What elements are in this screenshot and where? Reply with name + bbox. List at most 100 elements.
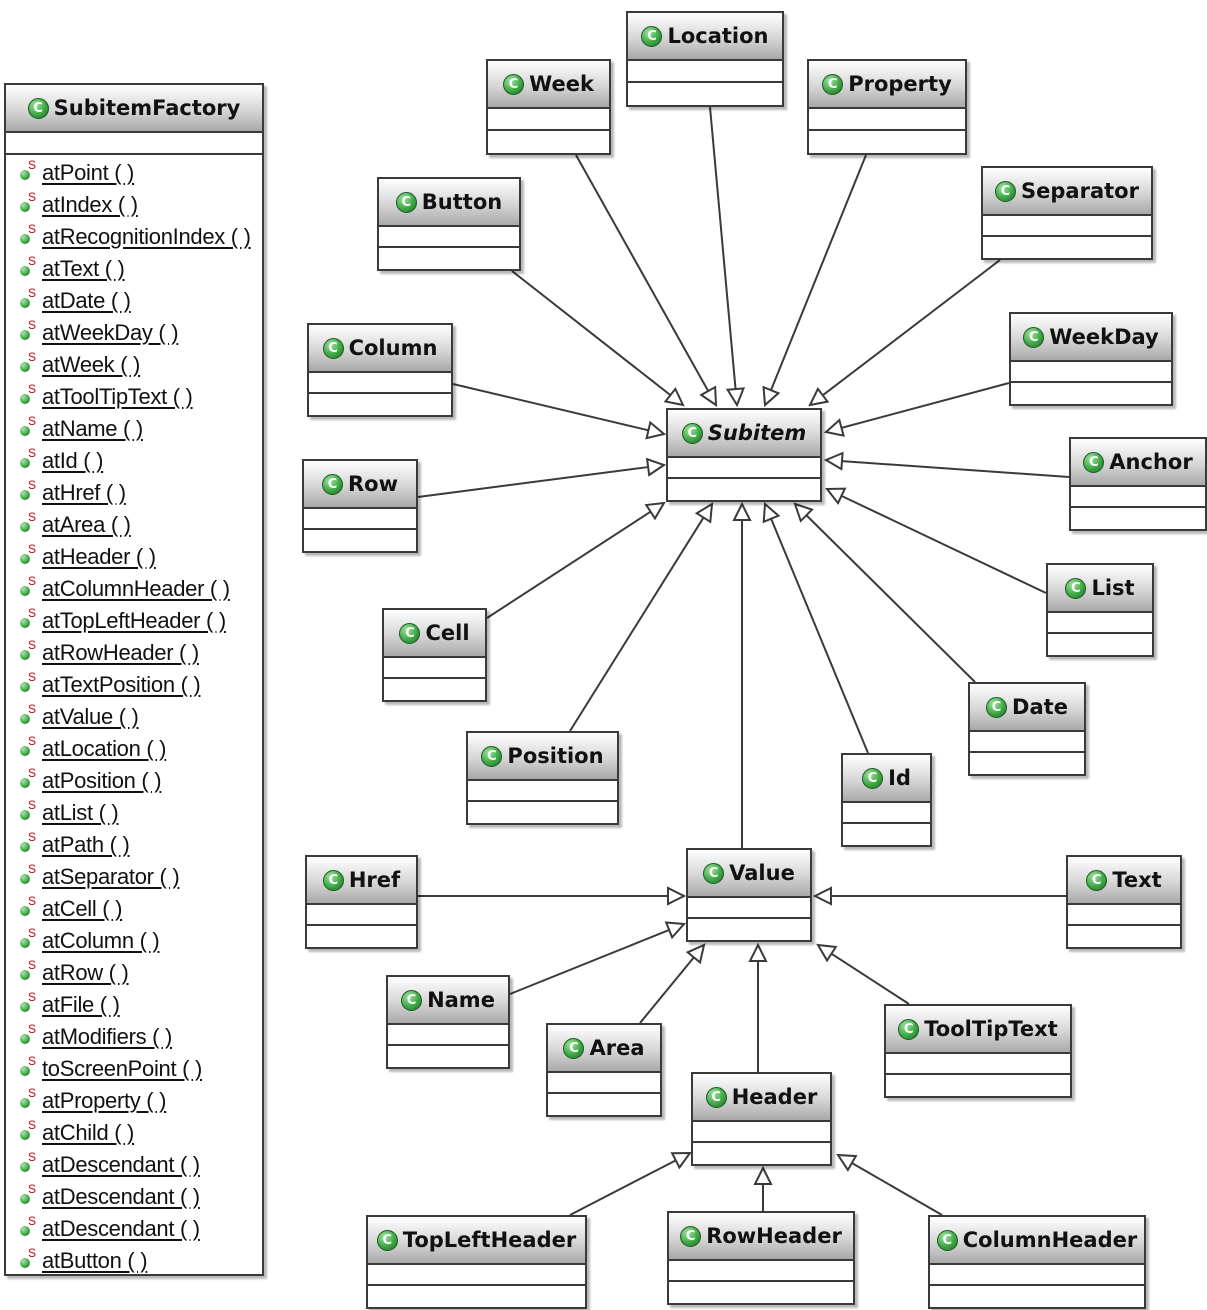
- class-icon: C: [395, 191, 417, 213]
- static-method-icon: S: [20, 734, 36, 756]
- class-icon: C: [936, 1229, 958, 1251]
- attributes-compartment: [1011, 362, 1171, 383]
- generalization-arrowhead-row: [645, 457, 667, 477]
- class-name: TopLeftHeader: [402, 1228, 577, 1252]
- attributes-compartment: [688, 898, 810, 919]
- static-method-icon: S: [20, 862, 36, 884]
- methods-compartment: [843, 824, 930, 845]
- generalization-line-name: [509, 929, 670, 995]
- generalization-line-location: [709, 106, 737, 390]
- generalization-arrowhead-name: [664, 921, 687, 940]
- generalization-line-date: [805, 514, 976, 683]
- method-name: atTextPosition ( ): [42, 672, 201, 697]
- class-name: List: [1091, 576, 1135, 600]
- method-name: atDescendant ( ): [42, 1216, 200, 1241]
- method-name: atHeader ( ): [42, 544, 156, 569]
- generalization-line-cell: [486, 510, 652, 619]
- generalization-arrowhead-value: [732, 501, 752, 521]
- methods-compartment: [548, 1094, 660, 1115]
- method-name: atPath ( ): [42, 832, 130, 857]
- class-icon: C: [681, 422, 703, 444]
- static-method-icon: S: [20, 958, 36, 980]
- attributes-compartment: [304, 509, 416, 530]
- class-name: Name: [427, 988, 495, 1012]
- class-name: Href: [348, 868, 401, 892]
- method-name: atColumn ( ): [42, 928, 160, 953]
- class-name: SubitemFactory: [53, 96, 241, 120]
- method-name: atWeek ( ): [42, 352, 141, 377]
- class-name: Date: [1012, 695, 1068, 719]
- class-name: Week: [529, 72, 594, 96]
- methods-compartment: [384, 679, 485, 700]
- attributes-compartment: [384, 658, 485, 679]
- generalization-arrowhead-location: [725, 387, 746, 408]
- generalization-line-row: [417, 466, 649, 498]
